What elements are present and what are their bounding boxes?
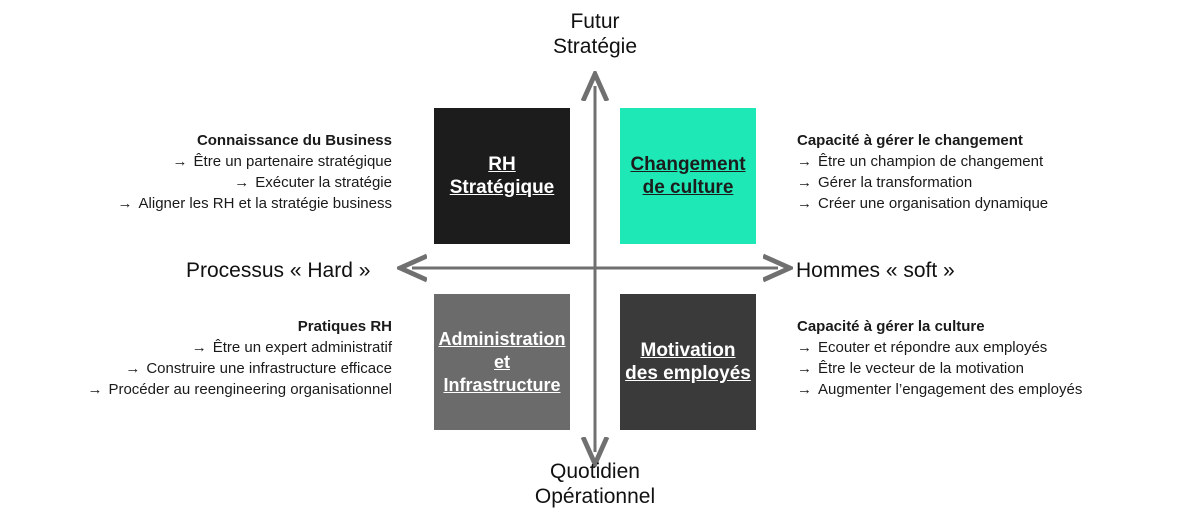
quadrant-br-line-1: Motivation bbox=[640, 340, 736, 361]
arrow-right-icon: → bbox=[797, 153, 812, 170]
block-gerer-culture: Capacité à gérer la culture →Ecouter et … bbox=[797, 316, 1082, 400]
list-item: →Être un partenaire stratégique bbox=[172, 153, 392, 170]
list-item: →Aligner les RH et la stratégie business bbox=[117, 195, 392, 212]
axis-bottom-line-1: Quotidien bbox=[550, 460, 640, 483]
block-heading: Pratiques RH bbox=[297, 318, 392, 335]
list-item: →Être le vecteur de la motivation bbox=[797, 360, 1024, 377]
quadrant-bl-line-3: Infrastructure bbox=[443, 374, 561, 395]
quadrant-br-line-2: des employés bbox=[625, 363, 751, 384]
arrow-right-icon: → bbox=[797, 381, 812, 398]
quadrant-tl-line-2: Stratégique bbox=[449, 177, 555, 198]
list-item: →Ecouter et répondre aux employés bbox=[797, 339, 1048, 356]
list-item: →Augmenter l’engagement des employés bbox=[797, 381, 1083, 398]
axis-label-left: Processus « Hard » bbox=[186, 259, 371, 282]
list-item: →Procéder au reengineering organisationn… bbox=[87, 381, 392, 398]
list-item: →Être un expert administratif bbox=[191, 339, 392, 356]
block-connaissance-business: Connaissance du Business →Être un parten… bbox=[118, 130, 392, 214]
arrow-right-icon: → bbox=[172, 153, 188, 170]
quadrant-rh-strategique: RH Stratégique bbox=[434, 108, 570, 244]
axis-label-right: Hommes « soft » bbox=[796, 259, 955, 282]
arrow-right-icon: → bbox=[191, 339, 207, 356]
quadrant-tr-line-1: Changement bbox=[630, 154, 746, 175]
block-gerer-changement: Capacité à gérer le changement →Être un … bbox=[797, 130, 1048, 214]
block-heading: Capacité à gérer la culture bbox=[797, 318, 985, 335]
quadrant-bl-line-1: Administration bbox=[438, 328, 566, 349]
arrow-right-icon: → bbox=[234, 174, 250, 191]
list-item: →Exécuter la stratégie bbox=[234, 174, 392, 191]
arrow-right-icon: → bbox=[125, 360, 141, 377]
block-pratiques-rh: Pratiques RH →Être un expert administrat… bbox=[87, 316, 392, 400]
quadrant-changement-culture: Changement de culture bbox=[620, 108, 756, 244]
block-heading: Connaissance du Business bbox=[196, 132, 392, 149]
list-item: →Construire une infrastructure efficace bbox=[125, 360, 392, 377]
arrow-right-icon: → bbox=[797, 339, 812, 356]
arrow-right-icon: → bbox=[797, 174, 812, 191]
quadrant-bl-line-2: et bbox=[493, 351, 510, 372]
axis-top-line-2: Stratégie bbox=[552, 35, 638, 58]
quadrant-tl-line-1: RH bbox=[488, 154, 516, 175]
arrow-right-icon: → bbox=[797, 195, 812, 212]
list-item: →Gérer la transformation bbox=[797, 174, 973, 191]
block-heading: Capacité à gérer le changement bbox=[797, 132, 1023, 149]
arrow-right-icon: → bbox=[117, 195, 133, 212]
arrow-right-icon: → bbox=[87, 381, 103, 398]
axis-label-bottom: Quotidien Opérationnel bbox=[495, 459, 695, 509]
quadrant-administration-infrastructure: Administration et Infrastructure bbox=[434, 294, 570, 430]
list-item: →Créer une organisation dynamique bbox=[797, 195, 1049, 212]
axis-bottom-line-2: Opérationnel bbox=[534, 485, 656, 508]
axis-label-top: Futur Stratégie bbox=[495, 9, 695, 59]
quadrant-motivation-employes: Motivation des employés bbox=[620, 294, 756, 430]
list-item: →Être un champion de changement bbox=[797, 153, 1044, 170]
axis-top-line-1: Futur bbox=[570, 10, 620, 33]
quadrant-tr-line-2: de culture bbox=[642, 177, 734, 198]
arrow-right-icon: → bbox=[797, 360, 812, 377]
